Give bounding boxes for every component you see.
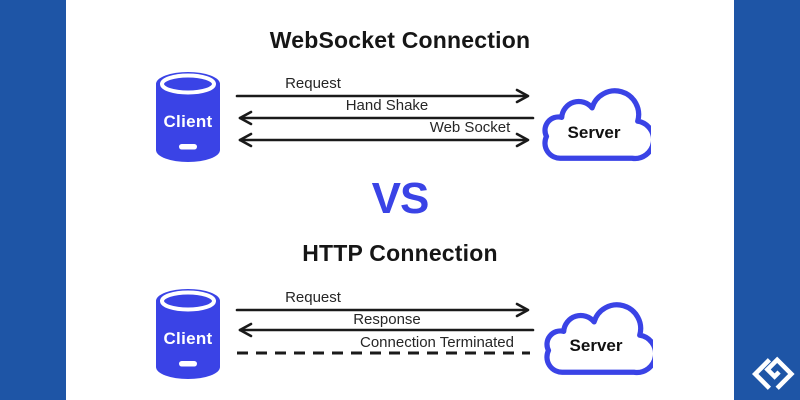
server-node-label: Server <box>567 123 621 142</box>
database-cylinder-icon <box>156 289 220 379</box>
database-cylinder-icon <box>156 72 220 162</box>
request-arrow <box>235 88 530 104</box>
vs-text: VS <box>371 174 430 223</box>
response-arrow <box>238 322 535 338</box>
left-blue-band <box>0 0 66 400</box>
server-node-label: Server <box>569 336 623 355</box>
cloud-icon <box>542 88 651 162</box>
handshake-arrow-label: Hand Shake <box>345 97 429 114</box>
request-arrow-label: Request <box>285 289 341 306</box>
geekflare-logo <box>751 356 795 390</box>
websocket-section-title: WebSocket Connection <box>269 27 531 53</box>
websocket-arrows <box>235 88 535 148</box>
right-blue-band <box>734 0 800 400</box>
websocket-arrow <box>238 132 530 148</box>
websocket-arrow-label: Web Socket <box>429 119 511 136</box>
connection-terminated-label: Connection Terminated <box>360 334 514 351</box>
client-node-label: Client <box>163 112 213 131</box>
http-arrows <box>235 302 535 355</box>
response-arrow-label: Response <box>353 311 421 328</box>
request-arrow-label: Request <box>285 75 341 92</box>
cloud-icon <box>544 302 653 376</box>
request-arrow <box>235 302 530 318</box>
http-section-title: HTTP Connection <box>302 240 498 266</box>
client-node-label: Client <box>163 329 213 348</box>
handshake-arrow <box>238 110 535 126</box>
